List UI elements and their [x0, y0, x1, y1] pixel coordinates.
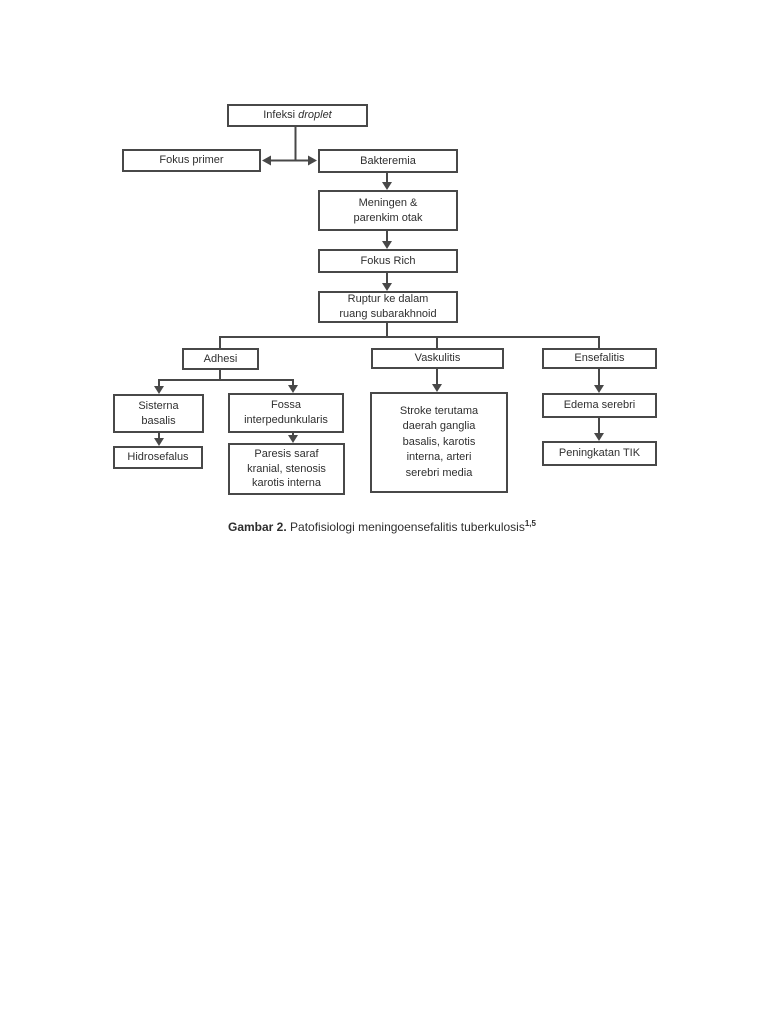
caption-reference-superscript: 1,5: [524, 519, 536, 528]
node-label: Adhesi: [203, 352, 238, 365]
node-label: Ruptur ke dalam ruang subarakhnoid: [339, 293, 437, 320]
node-adhesi: Adhesi: [182, 348, 259, 370]
node-label: Infeksi droplet: [263, 108, 332, 123]
flowchart-figure: Infeksi droplet Fokus primer Bakteremia …: [113, 104, 657, 495]
arrowhead-down-icon: [432, 384, 442, 392]
caption-text: Patofisiologi meningoensefalitis tuberku…: [286, 520, 525, 534]
node-label-italic: droplet: [298, 109, 332, 122]
arrowhead-down-icon: [382, 283, 392, 291]
node-fossa-interpedunkularis: Fossa interpedunkularis: [228, 393, 344, 433]
node-label: Hidrosefalus: [127, 451, 189, 464]
arrowhead-down-icon: [594, 433, 604, 441]
node-label: Sisterna basalis: [138, 399, 179, 427]
node-sisterna-basalis: Sisterna basalis: [113, 394, 204, 433]
node-label: Bakteremia: [360, 154, 416, 167]
figure-caption: Gambar 2. Patofisiologi meningoensefalit…: [228, 519, 536, 534]
node-ensefalitis: Ensefalitis: [542, 348, 657, 369]
node-label: Vaskulitis: [414, 352, 461, 365]
node-edema-serebri: Edema serebri: [542, 393, 657, 418]
connector-adhesi-rail: [158, 379, 294, 387]
node-label: Fokus Rich: [360, 254, 416, 267]
node-stroke: Stroke terutama daerah ganglia basalis, …: [370, 392, 508, 493]
arrowhead-left-icon: [262, 155, 271, 166]
connector-lines: [154, 126, 604, 446]
node-label: Edema serebri: [563, 399, 636, 412]
node-label: Stroke terutama daerah ganglia basalis, …: [399, 405, 479, 479]
caption-number: Gambar 2.: [228, 520, 287, 534]
node-fokus-rich: Fokus Rich: [318, 249, 458, 273]
node-paresis-saraf: Paresis saraf kranial, stenosis karotis …: [228, 443, 345, 495]
node-label: Fokus primer: [159, 154, 224, 167]
arrowhead-right-icon: [308, 155, 317, 166]
arrowhead-down-icon: [154, 438, 164, 446]
node-label-text: Infeksi: [263, 109, 299, 122]
arrowhead-down-icon: [288, 435, 298, 443]
arrowhead-down-icon: [594, 385, 604, 393]
node-infeksi-droplet: Infeksi droplet: [227, 104, 368, 127]
node-label: Peningkatan TIK: [558, 447, 641, 460]
node-bakteremia: Bakteremia: [318, 149, 458, 173]
arrowhead-down-icon: [382, 241, 392, 249]
node-label: Fossa interpedunkularis: [244, 399, 328, 426]
connector-distribution-rail: [219, 336, 600, 348]
arrowhead-down-icon: [288, 385, 298, 393]
node-hidrosefalus: Hidrosefalus: [113, 446, 203, 469]
node-ruptur-subarakhnoid: Ruptur ke dalam ruang subarakhnoid: [318, 291, 458, 323]
node-peningkatan-tik: Peningkatan TIK: [542, 441, 657, 466]
node-meningen-parenkim-otak: Meningen & parenkim otak: [318, 190, 458, 231]
node-label: Meningen & parenkim otak: [353, 196, 423, 224]
node-vaskulitis: Vaskulitis: [371, 348, 504, 369]
arrowhead-down-icon: [382, 182, 392, 190]
node-label: Paresis saraf kranial, stenosis karotis …: [247, 448, 326, 490]
arrowhead-down-icon: [154, 386, 164, 394]
node-fokus-primer: Fokus primer: [122, 149, 261, 172]
node-label: Ensefalitis: [574, 352, 625, 365]
